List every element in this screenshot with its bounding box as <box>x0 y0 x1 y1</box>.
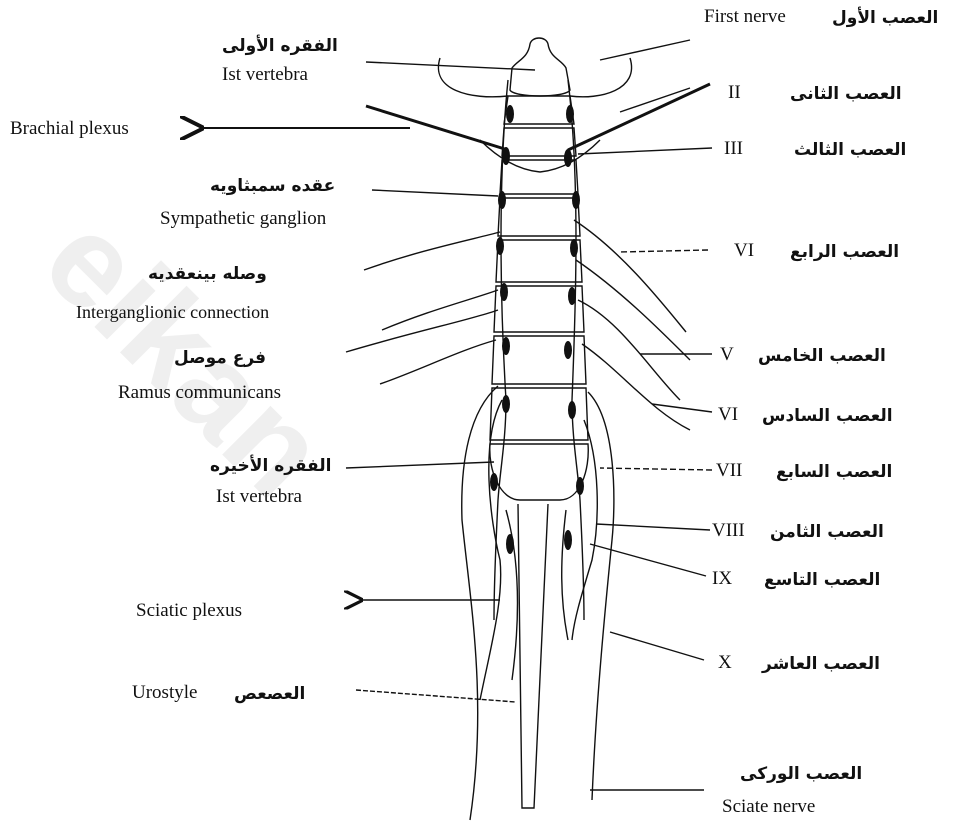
brachial-right <box>568 84 710 150</box>
vertebra-1 <box>504 96 574 124</box>
first-vertebra-en-label: Ist vertebra <box>222 64 308 86</box>
nerve-2-roman: II <box>728 82 741 104</box>
sciatic-nerve-en-label: Sciate nerve <box>722 796 815 818</box>
nerve-8-ar: العصب الثامن <box>770 522 884 542</box>
nerve-9-ar: العصب التاسع <box>764 570 880 590</box>
last-vertebra-ar-label: الفقره الأخيره <box>210 456 332 476</box>
nerve-5-roman: V <box>720 344 734 366</box>
urostyle-ar-label: العصعص <box>234 684 305 704</box>
nerve-3-ar: العصب الثالث <box>794 140 906 160</box>
nerve-3-roman: III <box>724 138 743 160</box>
vertebra-4 <box>498 198 580 236</box>
nerve-1-roman: First nerve <box>704 6 786 28</box>
last-vertebra-en-label: Ist vertebra <box>216 486 302 508</box>
interganglionic-en-label: Interganglionic connection <box>76 302 269 323</box>
first-nerve-left-arc <box>438 58 508 97</box>
urostyle <box>518 504 548 808</box>
nerve-6-roman: VI <box>718 404 738 426</box>
urostyle-en-label: Urostyle <box>132 682 197 704</box>
vertebra-9 <box>490 444 588 500</box>
nerve-8-roman: VIII <box>712 520 745 542</box>
nerve-7-roman: VII <box>716 460 742 482</box>
sciatic-inner-b <box>562 510 568 640</box>
first-nerve-line <box>600 40 690 60</box>
sciatic-plexus-label: Sciatic plexus <box>136 600 242 622</box>
nerve-6-ar: العصب السادس <box>762 406 893 426</box>
nerve-7-ar: العصب السابع <box>776 462 892 482</box>
sympathetic-ganglia <box>490 105 584 554</box>
interganglionic-ar-label: وصله بينعقديه <box>148 264 267 284</box>
sciatic-left-inner <box>480 400 502 700</box>
sciatic-left-outer <box>462 386 498 820</box>
symp-ganglion-en-label: Sympathetic ganglion <box>160 208 326 230</box>
nerve-4-ar: العصب الرابع <box>790 242 899 262</box>
brachial-plexus-label: Brachial plexus <box>10 118 129 140</box>
nerve-5-ar: العصب الخامس <box>758 346 886 366</box>
vertebra1-pointer <box>366 62 535 70</box>
nerve-4-roman: VI <box>734 240 754 262</box>
ramus-ar-label: فرع موصل <box>174 348 266 368</box>
sciatic-right-outer <box>588 392 614 800</box>
first-nerve-right-arc <box>570 58 632 97</box>
symp-ganglion-ar-label: عقده سمبثاويه <box>210 176 335 196</box>
ramus-en-label: Ramus communicans <box>118 382 281 404</box>
vertebra-5 <box>496 240 582 282</box>
sciatic-nerve-ar-label: العصب الوركى <box>740 764 862 784</box>
nerve-10-ar: العصب العاشر <box>762 654 880 674</box>
first-vertebra <box>510 38 570 96</box>
nerve-10-roman: X <box>718 652 732 674</box>
vertebra-2 <box>502 128 576 156</box>
nerve-2-ar: العصب الثانى <box>790 84 902 104</box>
nerve-9-roman: IX <box>712 568 732 590</box>
nerve-1-ar: العصب الأول <box>832 8 938 28</box>
first-vertebra-ar-label: الفقره الأولى <box>222 36 338 56</box>
